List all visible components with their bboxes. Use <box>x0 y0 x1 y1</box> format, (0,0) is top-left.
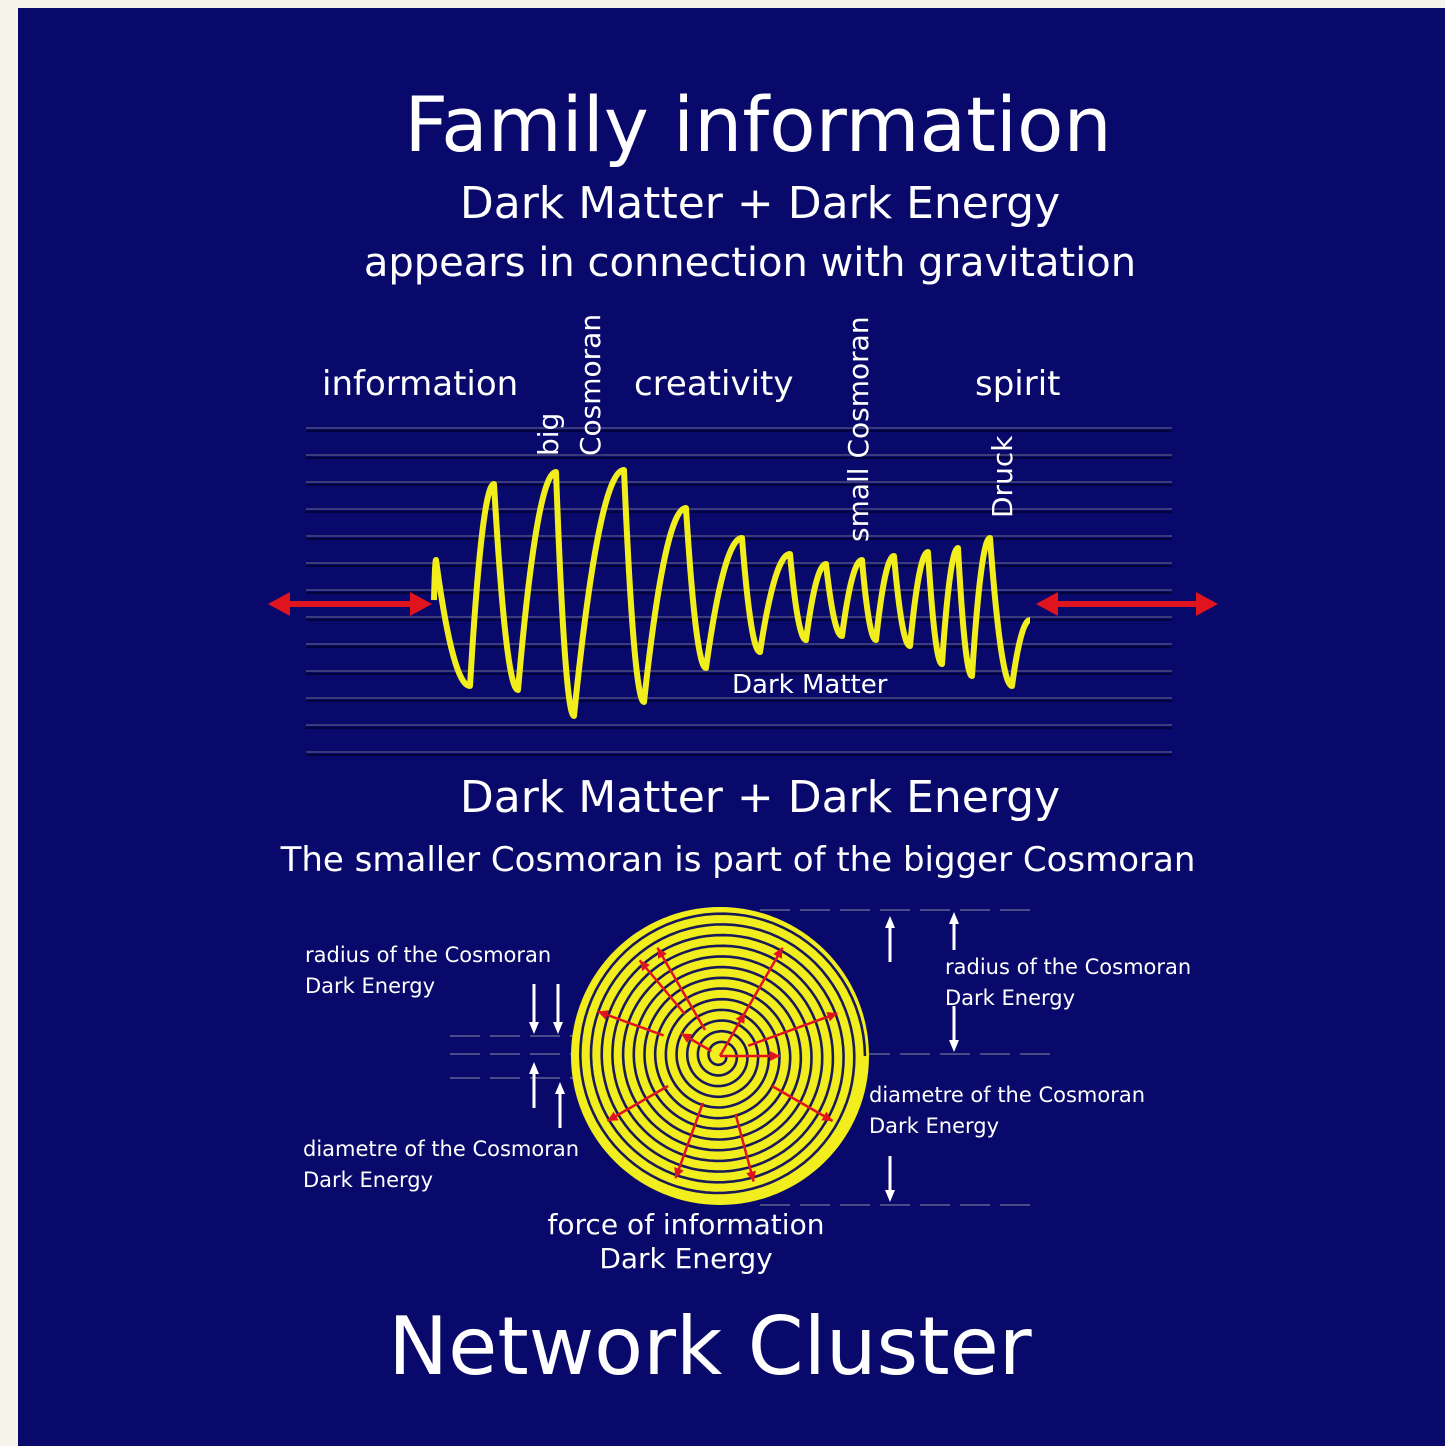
force-arrow <box>771 1084 834 1123</box>
force-arrow-head <box>770 1051 780 1061</box>
label-dark-matter: Dark Matter <box>732 670 888 700</box>
label-spirit: spirit <box>975 364 1061 404</box>
red-arrows <box>268 592 1218 616</box>
measure-arrow-head <box>949 912 959 924</box>
label-small-cosmoran: small Cosmoran <box>842 316 875 542</box>
force-arrow-head <box>735 1012 745 1024</box>
force-arrow-head <box>597 1010 609 1020</box>
right-double-arrow <box>1036 592 1218 616</box>
force-arrow-head <box>821 1111 833 1121</box>
force-arrow-head <box>639 960 650 972</box>
force-arrow <box>674 1102 705 1179</box>
force-arrow-head <box>773 947 783 959</box>
label-radius-right: radius of the Cosmoran Dark Energy <box>945 955 1192 1010</box>
label-force-of-information: force of information Dark Energy <box>547 1208 825 1275</box>
measure-arrow-head <box>885 916 895 928</box>
label-big: big <box>532 412 565 456</box>
force-arrow <box>656 947 707 1031</box>
force-arrow-head <box>607 1111 619 1121</box>
measure-arrow-head <box>529 1022 539 1034</box>
measure-arrow-head <box>885 1190 895 1202</box>
measure-arrow-head <box>553 1022 563 1034</box>
label-druck: Druck <box>986 435 1019 518</box>
subtitle-dark-matter-energy-2: Dark Matter + Dark Energy <box>459 772 1061 823</box>
label-diametre-left: diametre of the Cosmoran Dark Energy <box>303 1137 580 1192</box>
measure-arrow-head <box>529 1062 539 1074</box>
spiral-force-arrows <box>597 947 838 1182</box>
spiral-guide-lines <box>450 909 1060 1206</box>
force-arrow-head <box>681 1033 693 1043</box>
left-double-arrow <box>268 592 432 616</box>
subtitle-dark-matter-energy: Dark Matter + Dark Energy <box>459 178 1061 229</box>
measure-arrow-head <box>949 1040 959 1052</box>
label-cosmoran: Cosmoran <box>574 313 607 456</box>
force-arrow-head <box>826 1011 838 1022</box>
footer-title: Network Cluster <box>388 1300 1032 1393</box>
measure-arrow-head <box>555 1082 565 1094</box>
force-arrow <box>606 1084 669 1123</box>
force-arrow <box>638 959 686 1015</box>
measurement-arrows <box>529 912 959 1202</box>
force-arrow-head <box>674 1167 684 1179</box>
page-title: Family information <box>404 80 1112 169</box>
force-arrow <box>597 1010 665 1037</box>
force-arrow-head <box>746 1170 756 1182</box>
subtitle-smaller-cosmoran: The smaller Cosmoran is part of the bigg… <box>280 840 1196 880</box>
label-creativity: creativity <box>634 364 794 404</box>
dark-matter-wave <box>431 467 1032 719</box>
label-radius-left: radius of the Cosmoran Dark Energy <box>305 943 552 998</box>
subtitle-gravitation: appears in connection with gravitation <box>363 240 1137 286</box>
force-arrow <box>734 1113 755 1182</box>
wave-line <box>431 467 1032 719</box>
label-information: information <box>322 364 519 404</box>
force-arrow <box>747 1012 838 1047</box>
label-diametre-right: diametre of the Cosmoran Dark Energy <box>869 1083 1146 1138</box>
force-arrow-head <box>657 947 667 959</box>
